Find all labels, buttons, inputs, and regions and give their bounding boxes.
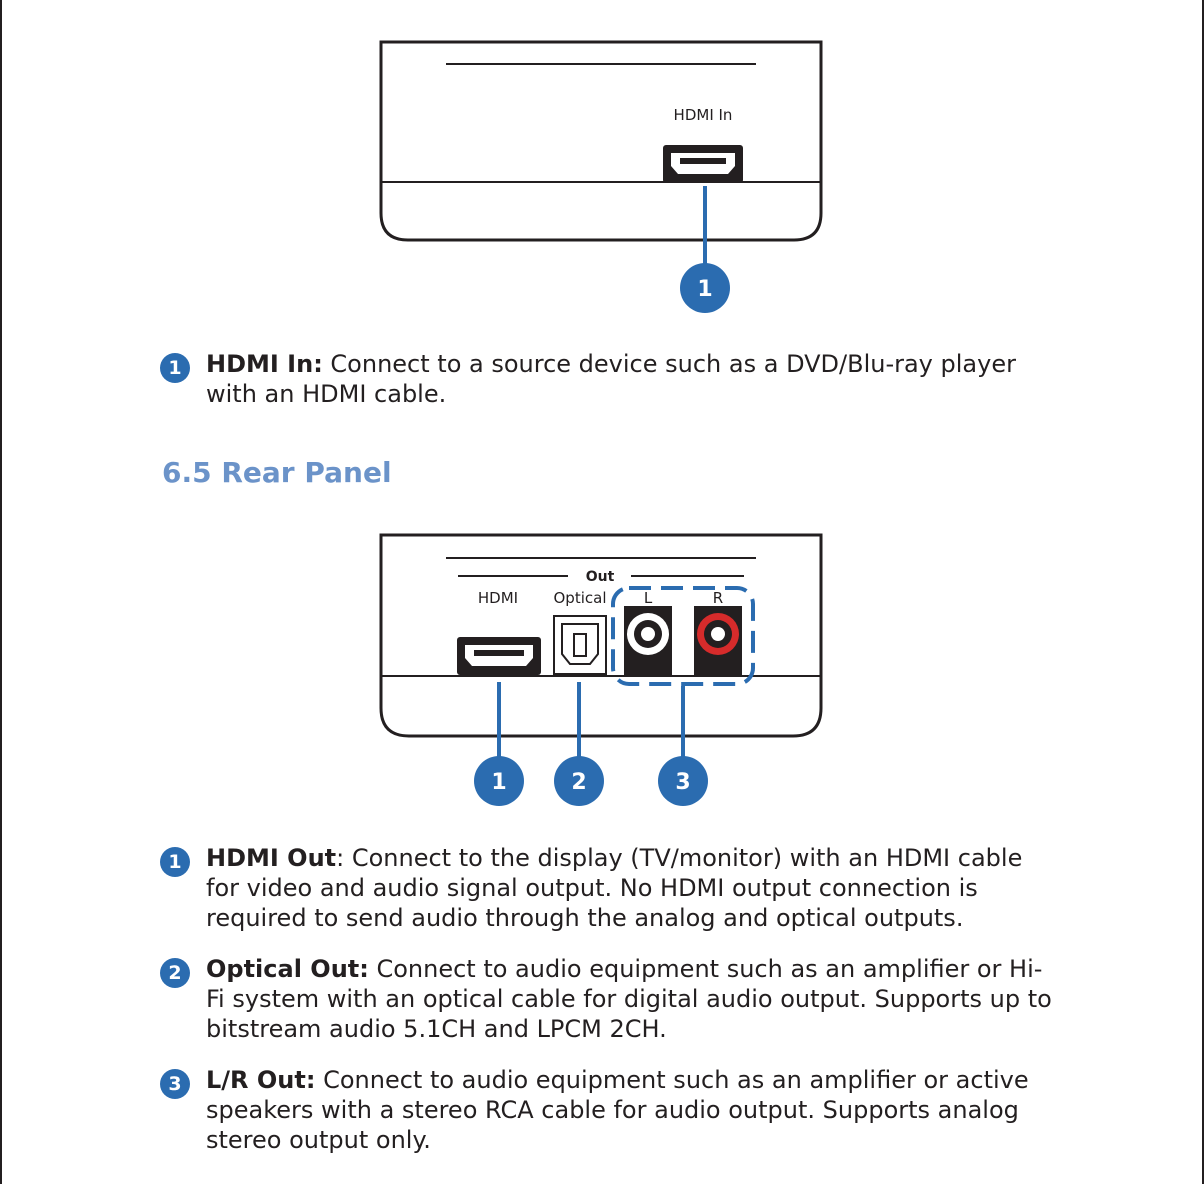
front-panel-diagram: HDMI In 1 bbox=[379, 40, 823, 313]
description-number-badge: 2 bbox=[160, 958, 190, 988]
description-term: HDMI In: bbox=[206, 350, 323, 378]
front-callout-number: 1 bbox=[697, 277, 712, 302]
description-text: Connect to audio equipment such as an am… bbox=[206, 1066, 1029, 1154]
out-group-label: Out bbox=[586, 569, 615, 585]
page-border-left bbox=[0, 0, 2, 1184]
rear-callout-number-2: 2 bbox=[571, 770, 586, 795]
rear-description-optical-out: 2 Optical Out: Connect to audio equipmen… bbox=[160, 954, 1060, 1044]
rear-description-lr-out: 3 L/R Out: Connect to audio equipment su… bbox=[160, 1065, 1060, 1155]
description-number-badge: 3 bbox=[160, 1069, 190, 1099]
front-description-hdmi-in: 1 HDMI In: Connect to a source device su… bbox=[160, 349, 1060, 409]
description-number-badge: 1 bbox=[160, 847, 190, 877]
optical-port-icon bbox=[553, 615, 607, 675]
section-heading: 6.5 Rear Panel bbox=[162, 456, 392, 489]
description-number-badge: 1 bbox=[160, 353, 190, 383]
rca-left-jack-icon bbox=[624, 606, 672, 676]
front-callout-badge bbox=[680, 263, 730, 313]
rca-right-jack-icon bbox=[694, 606, 742, 676]
rear-hdmi-port-icon bbox=[457, 637, 541, 675]
description-term: HDMI Out bbox=[206, 844, 337, 872]
rear-callout-badge-2 bbox=[554, 756, 604, 806]
description-text: : Connect to the display (TV/monitor) wi… bbox=[206, 844, 1023, 932]
description-term: L/R Out: bbox=[206, 1066, 316, 1094]
description-term: Optical Out: bbox=[206, 955, 369, 983]
front-hdmi-in-label: HDMI In bbox=[674, 106, 733, 124]
rear-right-label: R bbox=[713, 589, 723, 607]
rear-callout-badge-1 bbox=[474, 756, 524, 806]
front-hdmi-port-icon bbox=[663, 145, 743, 183]
description-text: Connect to a source device such as a DVD… bbox=[206, 350, 1016, 408]
rear-panel-diagram: Out HDMI Optical L R bbox=[379, 533, 823, 806]
page-border-right bbox=[1202, 0, 1204, 1184]
lr-out-highlight bbox=[611, 586, 755, 686]
rear-callout-number-1: 1 bbox=[491, 770, 506, 795]
rear-callout-badge-3 bbox=[658, 756, 708, 806]
description-text: Connect to audio equipment such as an am… bbox=[206, 955, 1052, 1043]
rear-hdmi-label: HDMI bbox=[478, 589, 518, 607]
rear-description-hdmi-out: 1 HDMI Out: Connect to the display (TV/m… bbox=[160, 843, 1060, 933]
rear-callout-number-3: 3 bbox=[675, 770, 690, 795]
rear-left-label: L bbox=[644, 589, 653, 607]
rear-optical-label: Optical bbox=[554, 589, 607, 607]
